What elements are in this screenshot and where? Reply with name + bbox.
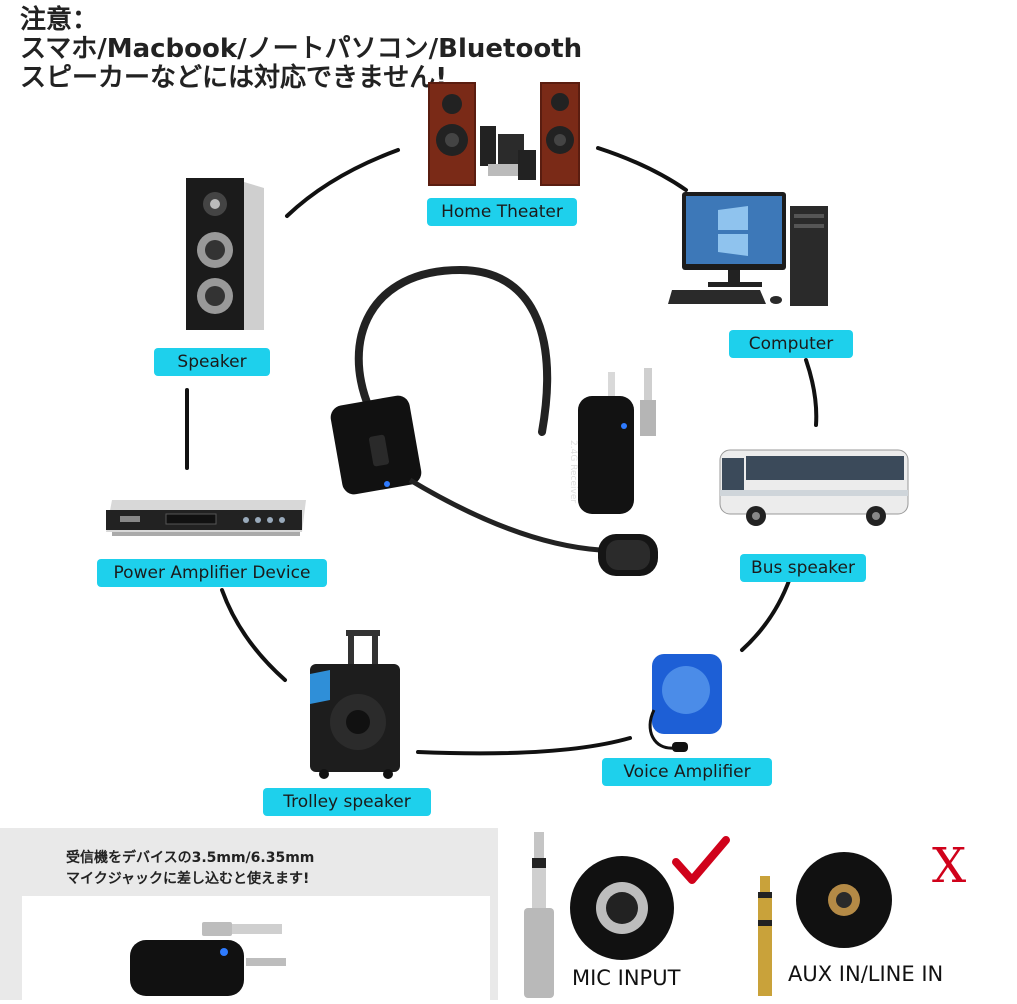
bus-speaker-label: Bus speaker [740, 554, 866, 582]
notice-text: 注意： スマホ/Macbook/ノートパソコン/Bluetooth スピーカーな… [20, 6, 582, 93]
receiver-image [568, 366, 668, 516]
connection-ring [185, 146, 819, 756]
trolley-speaker-image [306, 630, 406, 780]
power-amplifier-label: Power Amplifier Device [97, 559, 327, 587]
receiver-brand: 2.4G Receiver [568, 440, 578, 504]
computer-image [668, 190, 834, 310]
speaker-image [186, 178, 264, 330]
bottom-instruction-line2: マイクジャックに差し込むと使えます! [66, 871, 310, 887]
home-theater-image [418, 80, 586, 190]
aux-plug-image [750, 872, 780, 1000]
aux-jack-image [794, 850, 894, 950]
voice-amplifier-image [644, 650, 744, 754]
notice-line3: スピーカーなどには対応できません! [20, 63, 448, 93]
aux-input-label: AUX IN/LINE IN [788, 962, 944, 986]
ring-segment-3 [804, 358, 819, 427]
notice-line1: 注意： [20, 5, 99, 35]
power-amplifier-image [106, 496, 306, 540]
ring-segment-6 [220, 588, 287, 682]
computer-label: Computer [729, 330, 853, 358]
receiver-brand-text: 2.4G Receiver [568, 440, 578, 520]
checkmark-icon [672, 836, 730, 886]
home-theater-label: Home Theater [427, 198, 577, 226]
mic-plug-image [516, 828, 562, 998]
trolley-speaker-label: Trolley speaker [263, 788, 431, 816]
headset-microphone-image [330, 260, 670, 590]
voice-amplifier-label: Voice Amplifier [602, 758, 772, 786]
bottom-instruction-line1: 受信機をデバイスの3.5mm/6.35mm [66, 850, 315, 866]
bus-image [716, 444, 912, 528]
mic-jack-image [566, 852, 678, 964]
mic-input-label: MIC INPUT [572, 966, 681, 990]
ring-segment-5 [416, 736, 632, 756]
notice-line2: スマホ/Macbook/ノートパソコン/Bluetooth [20, 34, 583, 64]
speaker-label: Speaker [154, 348, 270, 376]
x-mark-icon: X [932, 838, 967, 894]
ring-segment-4 [740, 576, 792, 652]
bottom-instruction: 受信機をデバイスの3.5mm/6.35mm マイクジャックに差し込むと使えます! [66, 848, 314, 890]
ring-segment-1 [285, 148, 400, 218]
receiver-plug-box [22, 896, 490, 1000]
ring-segment-2 [596, 146, 688, 192]
